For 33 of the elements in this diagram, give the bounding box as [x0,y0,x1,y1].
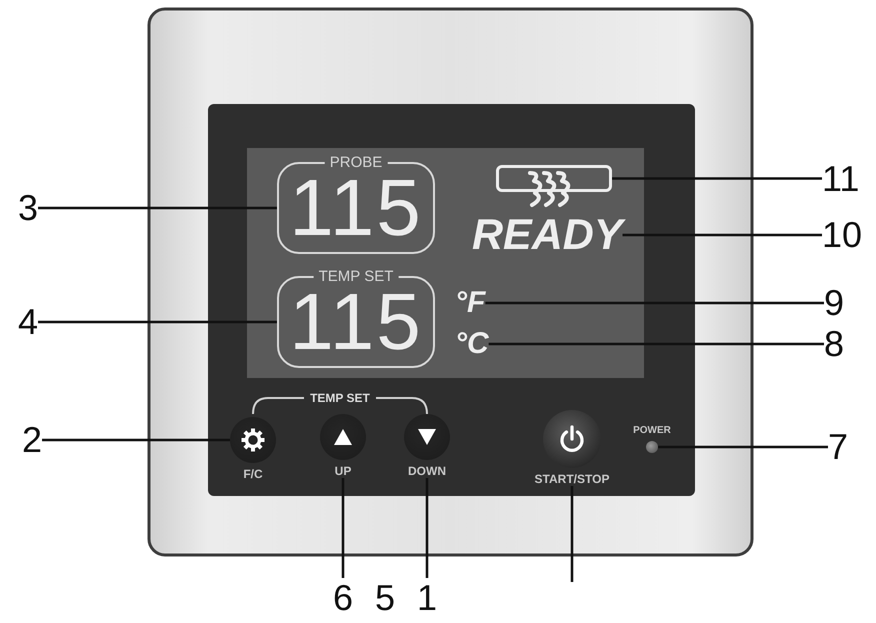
callout-number: 4 [18,302,38,342]
callout-number: 8 [824,324,844,364]
leader-line [426,478,428,578]
button-label: UP [334,464,352,478]
button-label: START/STOP [534,472,610,486]
leader-line [622,234,822,236]
button-label: F/C [243,467,263,481]
callout-number: 1 [417,578,438,618]
callout-number: 7 [828,427,848,467]
leader-line [488,342,824,346]
digit-readout: 115 [289,169,423,247]
bracket-label: TEMP SET [309,390,371,406]
indicator-label: POWER [633,425,671,437]
leader-line [612,177,822,180]
callout-number: 2 [22,420,42,460]
status-indicator: READY [472,212,623,258]
callout-number: 5 [375,578,396,618]
leader-line [485,302,824,304]
callout-number: 11 [822,159,860,199]
callout-number: 9 [824,283,844,323]
unit-indicator: °C [455,327,489,361]
leader-line [658,446,828,448]
leader-line [342,478,344,578]
callout-number: 6 [333,578,354,618]
button-label: DOWN [408,464,446,478]
digit-readout: 115 [289,283,423,361]
leader-line [570,486,574,582]
callout-number: 10 [822,215,862,255]
unit-indicator: °F [455,286,486,320]
leader-line [42,438,230,442]
leader-line [38,206,277,210]
leader-line [38,320,277,324]
callout-number: 3 [18,188,38,228]
